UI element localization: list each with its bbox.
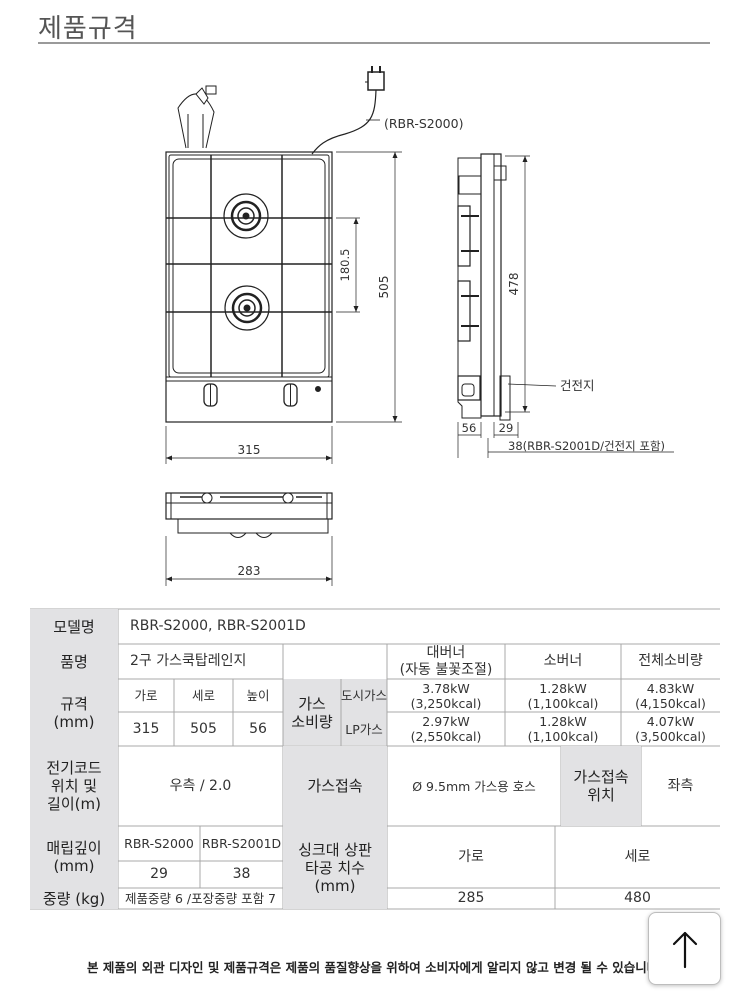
lp-small-value: 1.28kW (1,100kcal)	[527, 714, 599, 744]
gas-type-city: 도시가스	[341, 688, 388, 703]
size-header-depth: 세로	[191, 688, 215, 703]
large-burner-icon	[223, 193, 269, 239]
knob-right-icon	[283, 383, 298, 407]
embed-model-b: RBR-S2001D	[201, 836, 282, 851]
lp-total-value: 4.07kW (3,500kcal)	[635, 714, 706, 744]
battery-label: 건전지	[560, 378, 595, 393]
total-consumption-header: 전체소비량	[638, 653, 703, 670]
dim-bottom-width: 283	[238, 564, 261, 578]
cord-value: 우측 / 2.0	[169, 777, 232, 794]
city-small-value: 1.28kW (1,100kcal)	[527, 680, 599, 711]
gas-consumption-label: 가스 소비량	[291, 694, 333, 731]
big-burner-header: 대버너 (자동 불꽃조절)	[399, 644, 493, 678]
dim-side-depth-c: 38(RBR-S2001D/건전지 포함)	[508, 439, 665, 453]
spec-table: 모델명 RBR-S2000, RBR-S2001D 품명 2구 가스쿡탑레인지 …	[0, 608, 750, 936]
gas-connection-label: 가스접속	[283, 746, 387, 826]
model-label: 모델명	[30, 609, 118, 644]
title-divider	[38, 42, 710, 44]
model-callout: (RBR-S2000)	[384, 116, 463, 131]
product-value: 2구 가스쿡탑레인지	[130, 653, 247, 670]
embed-depth-label: 매립깊이 (mm)	[30, 826, 118, 888]
sink-horizontal-value: 285	[457, 890, 485, 907]
knob-left-icon	[203, 383, 218, 407]
arrow-up-icon	[672, 931, 697, 968]
dim-height-front: 505	[377, 276, 391, 299]
small-burner-icon	[224, 285, 270, 331]
technical-drawing: (RBR-S2000) 315 505 180.5 478 건전지 56 29 …	[165, 66, 674, 586]
size-label: 규격 (mm)	[30, 679, 118, 746]
lp-big-value: 2.97kW (2,550kcal)	[410, 714, 482, 744]
power-indicator	[315, 386, 321, 392]
weight-value: 제품중량 6 /포장중량 포함 7	[124, 891, 276, 906]
sink-horizontal-label: 가로	[458, 848, 484, 865]
model-value: RBR-S2000, RBR-S2001D	[130, 618, 306, 635]
embed-model-a: RBR-S2000	[124, 836, 194, 851]
cord-label: 전기코드 위치 및 길이(m)	[30, 746, 118, 826]
dim-burner-pitch: 180.5	[338, 249, 352, 282]
dim-side-height: 478	[507, 273, 521, 296]
size-header-height: 높이	[246, 688, 270, 703]
city-big-value: 3.78kW (3,250kcal)	[410, 680, 482, 711]
product-label: 품명	[30, 644, 118, 679]
size-value-width: 315	[132, 720, 160, 737]
dim-width-front: 315	[238, 443, 261, 457]
sink-cutout-label: 싱크대 상판 타공 치수 (mm)	[283, 826, 387, 909]
size-value-depth: 505	[190, 720, 217, 737]
weight-label: 중량 (kg)	[30, 888, 118, 909]
page-title: 제품규격	[38, 14, 138, 44]
footer-note: 본 제품의 외관 디자인 및 제품규격은 제품의 품질향상을 위하여 소비자에게…	[86, 960, 664, 975]
size-value-height: 56	[249, 720, 267, 737]
gas-type-lp: LP가스	[345, 721, 383, 737]
embed-value-b: 38	[232, 866, 251, 883]
city-total-value: 4.83kW (4,150kcal)	[635, 680, 706, 711]
dim-side-depth-b: 29	[499, 421, 514, 435]
gas-connection-value: Ø 9.5mm 가스용 호스	[412, 778, 536, 794]
sink-vertical-value: 480	[624, 890, 651, 907]
gas-connection-position-value: 좌측	[667, 777, 694, 794]
embed-value-a: 29	[150, 866, 168, 883]
small-burner-header: 소버너	[543, 653, 583, 670]
size-header-width: 가로	[134, 688, 158, 703]
dim-side-depth-a: 56	[462, 421, 477, 435]
gas-connection-position-label: 가스접속 위치	[561, 746, 641, 826]
sink-vertical-label: 세로	[624, 848, 651, 865]
plug-icon	[365, 66, 385, 91]
scroll-top-button[interactable]	[648, 912, 721, 985]
